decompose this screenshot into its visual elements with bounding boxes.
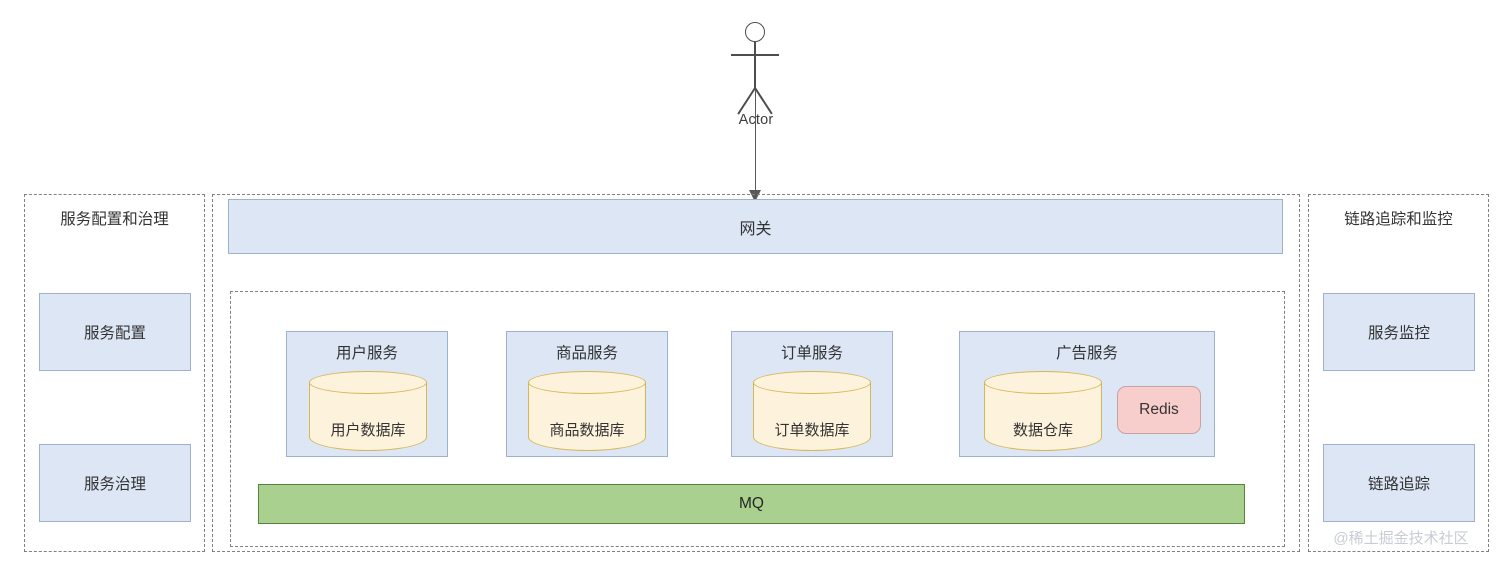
ad-service-title: 广告服务 <box>1055 345 1118 362</box>
cylinder-top <box>309 371 427 394</box>
actor-figure: Actor <box>716 22 796 134</box>
product-database-label: 商品数据库 <box>549 422 625 439</box>
redis-cache-box[interactable]: Redis <box>1117 386 1201 434</box>
actor-body-icon <box>754 42 756 90</box>
user-database-label: 用户数据库 <box>330 422 406 439</box>
order-database-label: 订单数据库 <box>774 422 850 439</box>
service-config-box[interactable]: 服务配置 <box>39 293 191 371</box>
user-service-title: 用户服务 <box>335 345 398 362</box>
data-warehouse-label: 数据仓库 <box>1012 422 1073 439</box>
microservices-panel <box>230 291 1285 547</box>
user-database-cylinder: 用户数据库 <box>309 371 427 451</box>
data-warehouse-cylinder: 数据仓库 <box>984 371 1102 451</box>
actor-leg-right-icon <box>754 87 773 115</box>
message-queue-bar[interactable]: MQ <box>258 484 1245 524</box>
service-config-governance-panel-title: 服务配置和治理 <box>60 211 169 228</box>
cylinder-top <box>984 371 1102 394</box>
actor-to-gateway-arrow-line <box>754 90 756 193</box>
actor-label: Actor <box>738 112 774 128</box>
cylinder-body <box>528 382 646 451</box>
actor-head-icon <box>745 22 765 42</box>
core-system-panel <box>212 194 1300 552</box>
product-database-cylinder: 商品数据库 <box>528 371 646 451</box>
product-service-title: 商品服务 <box>555 345 618 362</box>
cylinder-top <box>528 371 646 394</box>
cylinder-top <box>753 371 871 394</box>
actor-leg-left-icon <box>737 87 756 115</box>
order-database-cylinder: 订单数据库 <box>753 371 871 451</box>
watermark-text: @稀土掘金技术社区 <box>1333 530 1469 547</box>
service-monitoring-box[interactable]: 服务监控 <box>1323 293 1475 371</box>
tracing-monitoring-panel: 链路追踪和监控 <box>1308 194 1489 552</box>
tracing-monitoring-panel-title: 链路追踪和监控 <box>1344 211 1453 228</box>
gateway-box[interactable]: 网关 <box>228 199 1283 254</box>
link-tracing-box[interactable]: 链路追踪 <box>1323 444 1475 522</box>
service-governance-box[interactable]: 服务治理 <box>39 444 191 522</box>
order-service-title: 订单服务 <box>780 345 843 362</box>
service-config-governance-panel: 服务配置和治理 <box>24 194 205 552</box>
